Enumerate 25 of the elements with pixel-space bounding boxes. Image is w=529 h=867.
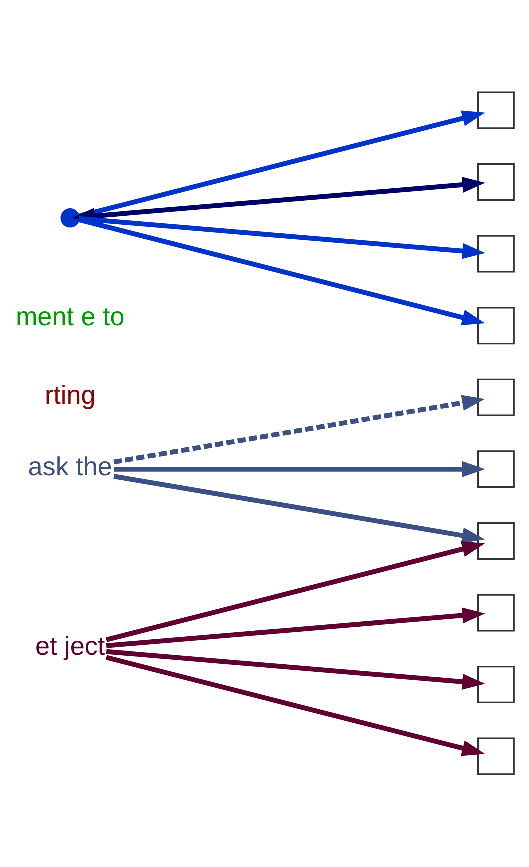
node-box [477,307,515,345]
node-box [477,666,515,704]
node-box [477,738,515,776]
arrow [114,461,486,478]
node-box [477,92,515,130]
node-box [477,378,515,416]
arrow [78,110,486,219]
node-text: ask the [28,452,112,482]
node-box [477,235,515,273]
arrow [106,608,486,648]
node-box [477,594,515,632]
arrow [114,474,486,544]
node-text: ment e to [16,302,125,332]
node-text: et ject [36,631,106,662]
node-box [477,450,515,488]
arrow [106,541,486,642]
arrow [106,649,486,690]
node-box [477,522,515,560]
arrow [78,218,486,326]
node-point [60,208,80,228]
node-text: rting [44,380,96,410]
arrow [106,655,486,756]
arrow [79,216,486,260]
node-box [477,164,515,202]
arrow [114,395,486,465]
